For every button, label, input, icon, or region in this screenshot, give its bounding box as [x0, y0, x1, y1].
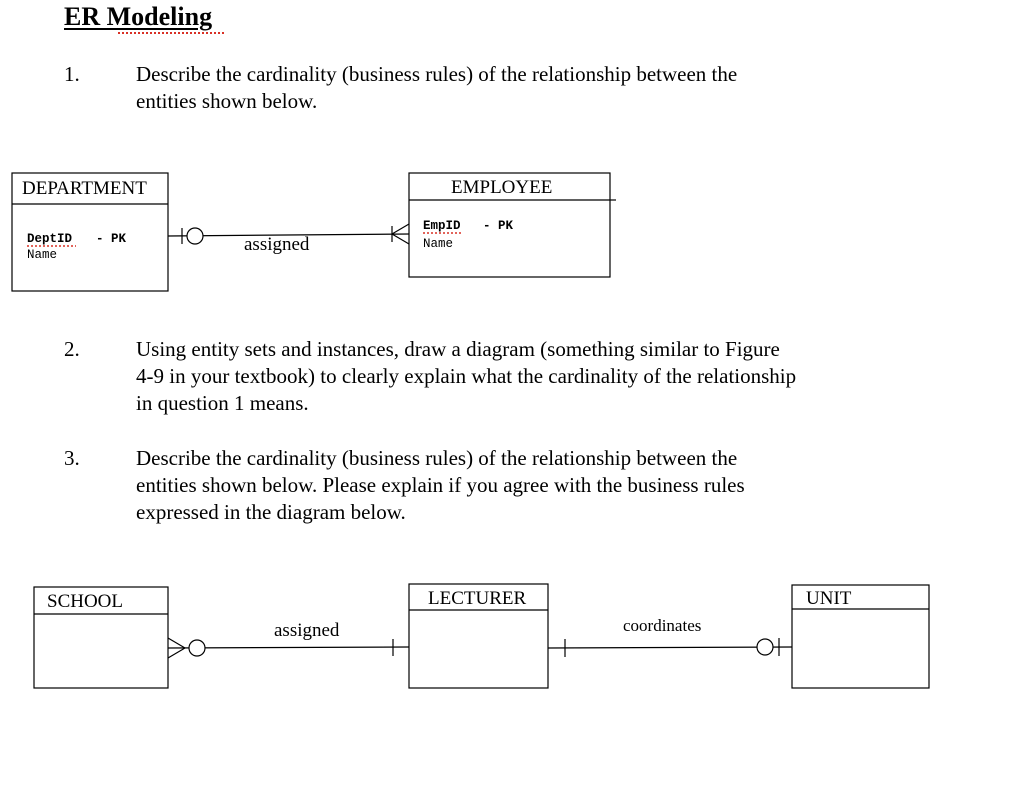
question-1-text: Describe the cardinality (business rules… — [136, 61, 737, 115]
question-2-line-2: 4-9 in your textbook) to clearly explain… — [136, 364, 797, 388]
question-1-line-2: entities shown below. — [136, 89, 318, 113]
question-2-line-3: in question 1 means. — [136, 391, 309, 415]
entity-school: SCHOOL — [33, 586, 169, 689]
question-2-text: Using entity sets and instances, draw a … — [136, 336, 796, 417]
question-3-line-3: expressed in the diagram below. — [136, 500, 406, 524]
question-2-line-1: Using entity sets and instances, draw a … — [136, 337, 780, 361]
question-2-number: 2. — [64, 337, 80, 361]
relationship-label-coordinates: coordinates — [623, 616, 701, 635]
spellcheck-underline — [118, 32, 224, 34]
entity-employee: EMPLOYEE EmpID - PK Name — [408, 172, 616, 278]
cardinality-optional-circle — [186, 227, 204, 245]
relationship-label-assigned: assigned — [274, 620, 340, 641]
relationship-assigned-2: assigned — [167, 620, 410, 659]
entity-employee-name: EMPLOYEE — [451, 177, 552, 198]
employee-pk-suffix: - PK — [483, 219, 514, 233]
employee-pk-field: EmpID — [423, 219, 461, 233]
entity-department-name: DEPARTMENT — [22, 178, 147, 199]
question-3-number: 3. — [64, 446, 80, 470]
entity-unit: UNIT — [791, 584, 930, 689]
relationship-label-assigned: assigned — [244, 234, 310, 255]
question-3-text: Describe the cardinality (business rules… — [136, 445, 745, 526]
department-pk-field: DeptID — [27, 232, 73, 246]
crows-foot-bottom — [167, 647, 186, 659]
question-3-line-2: entities shown below. Please explain if … — [136, 473, 745, 497]
employee-name-attr: Name — [423, 237, 453, 251]
entity-school-name: SCHOOL — [47, 591, 123, 612]
crows-foot-top — [391, 223, 410, 235]
department-pk-suffix: - PK — [96, 232, 127, 246]
cardinality-optional-circle — [188, 639, 206, 657]
entity-unit-name: UNIT — [806, 588, 852, 609]
relationship-assigned-1: assigned — [167, 223, 410, 255]
cardinality-optional-circle — [756, 638, 774, 656]
entity-lecturer: LECTURER — [408, 583, 549, 689]
question-1-number: 1. — [64, 62, 80, 86]
question-3-line-1: Describe the cardinality (business rules… — [136, 446, 738, 470]
crows-foot-bottom — [391, 233, 410, 245]
question-1-line-1: Describe the cardinality (business rules… — [136, 62, 738, 86]
crows-foot-top — [167, 637, 186, 649]
department-name-attr: Name — [27, 248, 57, 262]
entity-department: DEPARTMENT DeptID - PK Name — [11, 172, 169, 292]
relationship-coordinates: coordinates — [547, 616, 793, 657]
page-title: ER Modeling — [64, 2, 213, 31]
entity-lecturer-name: LECTURER — [428, 588, 526, 609]
